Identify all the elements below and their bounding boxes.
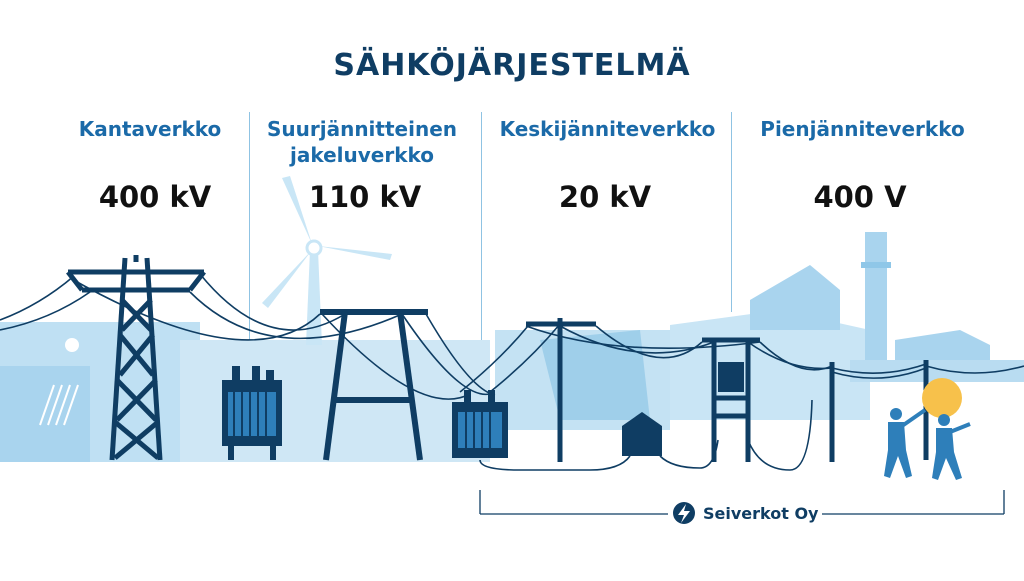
transformer-medium (452, 390, 508, 458)
substation-hut (622, 412, 662, 456)
portal-tower-110kv (320, 309, 428, 461)
power-lines (0, 273, 1024, 471)
segment-divider-1 (249, 112, 250, 342)
chimney (865, 232, 887, 382)
voltage-20kv: 20 kV (558, 180, 652, 214)
segment-title-suurjannite: Suurjännitteinen jakeluverkko (262, 116, 462, 168)
segment-title-keskijannite: Keskijänniteverkko (499, 117, 716, 141)
voltage-400kv: 400 kV (98, 180, 212, 214)
medium-voltage-pole (526, 318, 596, 462)
segment-title-pienjannite: Pienjänniteverkko (760, 117, 965, 141)
company-logo-icon (673, 502, 695, 524)
workers-with-lightbulb (884, 378, 971, 480)
company-name: Seiverkot Oy (703, 504, 819, 523)
segment-divider-2 (481, 112, 482, 342)
segment-title-line2: jakeluverkko (289, 143, 435, 167)
background-scenery (0, 232, 1024, 462)
lattice-tower-400kv (66, 255, 206, 461)
voltage-400v: 400 V (813, 180, 907, 214)
segment-divider-3 (731, 112, 732, 312)
company-bracket (479, 490, 1005, 515)
pole-transformer-box (718, 362, 744, 392)
segment-title-kantaverkko: Kantaverkko (78, 117, 222, 141)
transformer-large (222, 366, 282, 460)
segment-title-line1: Suurjännitteinen (266, 117, 457, 141)
lightbulb-icon (922, 378, 962, 418)
diagram-title: SÄHKÖJÄRJESTELMÄ (333, 48, 691, 83)
window-circle (65, 338, 79, 352)
voltage-110kv: 110 kV (308, 180, 422, 214)
